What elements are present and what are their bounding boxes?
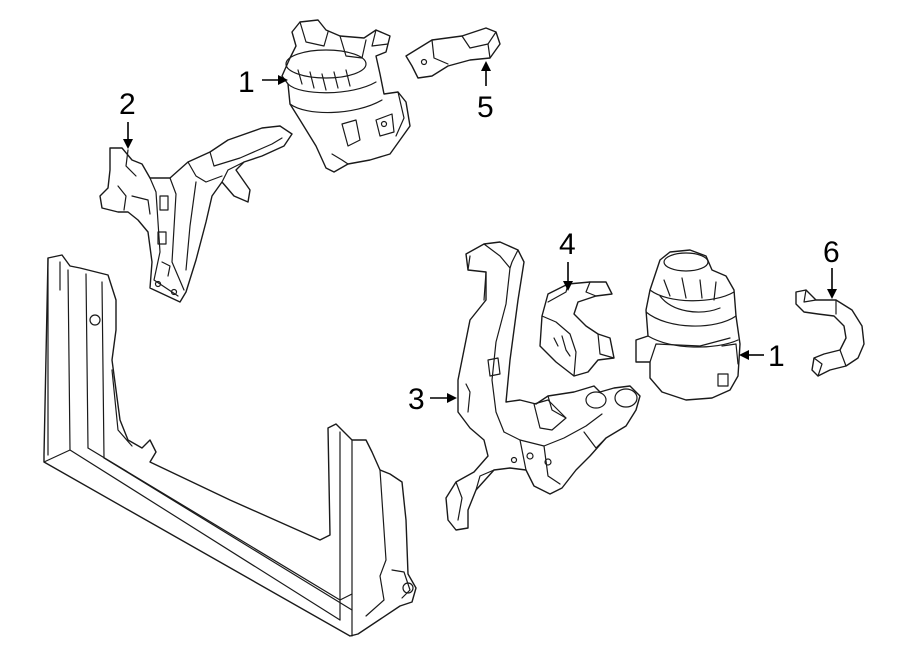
callout-1-right-pump: 1 bbox=[768, 340, 785, 373]
leader-arrows bbox=[123, 61, 837, 403]
part-2-bracket bbox=[99, 125, 293, 303]
callout-4-shield: 4 bbox=[559, 228, 576, 261]
callout-3-bracket-assembly: 3 bbox=[408, 383, 425, 416]
part-6-clamp bbox=[795, 289, 865, 377]
part-1-pump-right bbox=[635, 249, 741, 401]
part-3-bracket-assembly bbox=[445, 241, 641, 531]
radiator-support-frame bbox=[43, 254, 417, 637]
part-5-clip bbox=[405, 27, 501, 79]
callout-1-upper-pump: 1 bbox=[238, 66, 255, 99]
part-1-pump-upper bbox=[281, 19, 411, 173]
part-4-shield bbox=[539, 281, 615, 377]
callout-6-clamp: 6 bbox=[823, 236, 840, 269]
callout-2-bracket: 2 bbox=[119, 88, 136, 121]
callout-5-clip: 5 bbox=[477, 91, 494, 124]
